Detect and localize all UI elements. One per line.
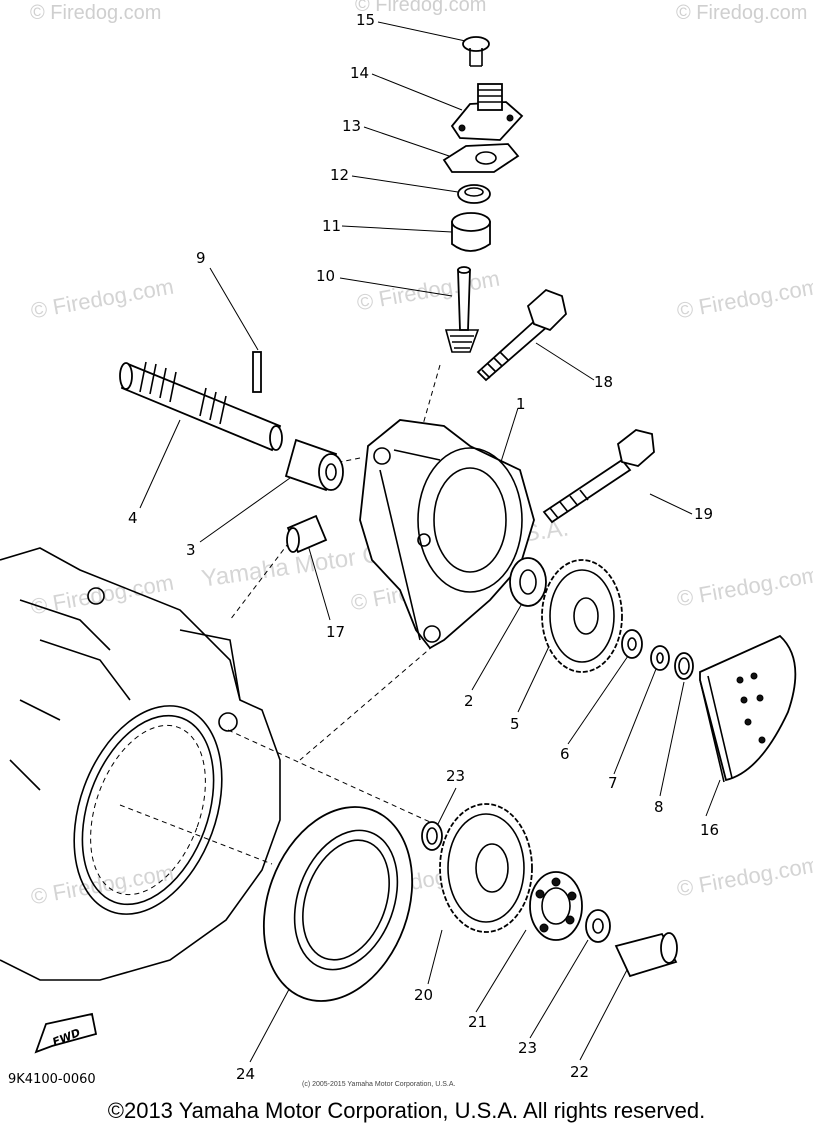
callout-20: 20 (414, 986, 434, 1004)
callout-24: 24 (236, 1065, 256, 1083)
watermark: © Firedog.com (676, 2, 808, 24)
callout-15: 15 (356, 11, 376, 29)
fwd-arrow-icon (34, 1012, 98, 1054)
bolt-19 (542, 429, 655, 524)
driven-gear-shaft-10 (444, 266, 480, 353)
leader-lines (119, 21, 721, 1063)
callout-14: 14 (350, 64, 370, 82)
small-copyright: (c) 2005-2015 Yamaha Motor Corporation, … (302, 1081, 456, 1088)
drive-shaft-4 (119, 361, 283, 452)
callout-12: 12 (330, 166, 350, 184)
screw-15 (462, 36, 490, 67)
copyright-footer: ©2013 Yamaha Motor Corporation, U.S.A. A… (107, 1098, 706, 1123)
callout-9: 9 (196, 249, 206, 267)
diagram-code: 9K4100-0060 (8, 1072, 96, 1087)
callout-19: 19 (694, 505, 714, 523)
rotor-24 (262, 806, 414, 1002)
callout-10: 10 (316, 267, 336, 285)
callout-6: 6 (560, 745, 570, 763)
gear-housing-1 (359, 419, 535, 650)
washer-7 (650, 645, 670, 671)
circlip-8 (674, 652, 694, 680)
watermark: © Firedog.com (30, 2, 162, 24)
watermark: © Firedog.com (355, 0, 487, 16)
nut-6 (621, 629, 643, 659)
pin-9 (252, 351, 262, 393)
callout-16: 16 (700, 821, 720, 839)
callout-18: 18 (594, 373, 614, 391)
callout-22: 22 (570, 1063, 590, 1081)
callout-23: 23 (518, 1039, 538, 1057)
callout-23: 23 (446, 767, 466, 785)
oil-seal-12 (457, 184, 491, 204)
callout-1: 1 (516, 395, 526, 413)
bolt-18 (476, 288, 567, 382)
gear-5 (541, 559, 623, 673)
callout-8: 8 (654, 798, 664, 816)
gasket-13 (442, 143, 520, 173)
callout-5: 5 (510, 715, 520, 733)
cover-plate-16 (699, 634, 797, 783)
callout-13: 13 (342, 117, 362, 135)
washer-23-bottom (585, 909, 611, 943)
bushing-3 (284, 438, 344, 492)
oil-seal-2 (509, 557, 547, 607)
bearing-21 (529, 871, 583, 941)
callout-21: 21 (468, 1013, 488, 1031)
pin-22 (614, 932, 678, 978)
callout-4: 4 (128, 509, 138, 527)
crankcase (0, 547, 281, 981)
callout-3: 3 (186, 541, 196, 559)
callout-11: 11 (322, 217, 342, 235)
gear-20 (439, 803, 533, 933)
speedometer-fitting-14 (450, 83, 524, 141)
callout-17: 17 (326, 623, 346, 641)
bushing-11 (451, 212, 491, 252)
callout-2: 2 (464, 692, 474, 710)
dowel-pin-17 (286, 514, 328, 554)
callout-7: 7 (608, 774, 618, 792)
circlip-23-top (421, 821, 443, 851)
